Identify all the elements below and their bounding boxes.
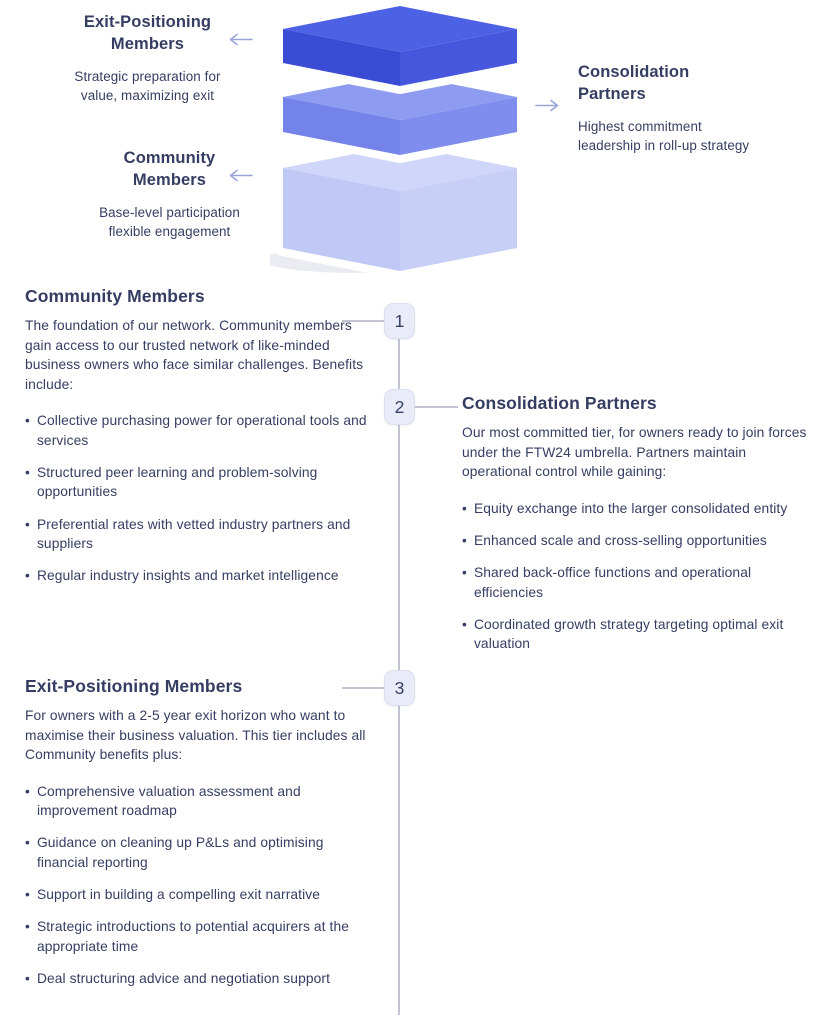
list-item: • Deal structuring advice and negotiation… <box>25 969 377 988</box>
list-item-text: Guidance on cleaning up P&Ls and optimis… <box>36 835 324 870</box>
arrow-left-icon <box>229 33 253 46</box>
list-item: • Comprehensive valuation assessment and … <box>25 782 377 821</box>
section-title: Community Members <box>25 286 205 306</box>
bullet-icon: • <box>25 783 30 799</box>
list-item-text: Deal structuring advice and negotiation … <box>36 970 331 986</box>
section-intro: The foundation of our network. Community… <box>25 318 364 392</box>
benefit-list: • Comprehensive valuation assessment and … <box>25 782 377 989</box>
list-item: • Strategic introductions to potential ac… <box>25 917 377 956</box>
section-intro: For owners with a 2-5 year exit horizon … <box>25 708 366 763</box>
bullet-icon: • <box>462 500 467 516</box>
timeline-connector-3 <box>342 687 384 689</box>
section-consolidation-partners: Consolidation Partners Our most committe… <box>462 393 812 667</box>
benefit-list: • Collective purchasing power for operati… <box>25 411 371 585</box>
timeline-line <box>398 305 400 1015</box>
list-item-text: Collective purchasing power for operatio… <box>36 413 367 448</box>
list-item-text: Preferential rates with vetted industry … <box>36 516 351 551</box>
list-item: • Collective purchasing power for operati… <box>25 411 371 450</box>
callout-consolidation-desc: Highest commitment leadership in roll-up… <box>578 118 750 153</box>
tier-box-community <box>275 137 525 279</box>
bullet-icon: • <box>25 516 30 532</box>
badge-number: 1 <box>394 310 405 331</box>
list-item-text: Enhanced scale and cross-selling opportu… <box>473 533 767 549</box>
tier-stack-graphic <box>270 0 525 279</box>
arrow-left-icon <box>229 169 253 182</box>
bullet-icon: • <box>462 616 467 632</box>
bullet-icon: • <box>462 565 467 581</box>
section-intro: Our most committed tier, for owners read… <box>462 425 807 480</box>
bullet-icon: • <box>25 464 30 480</box>
badge-number: 3 <box>394 677 405 698</box>
list-item: • Guidance on cleaning up P&Ls and optimi… <box>25 833 377 872</box>
list-item-text: Structured peer learning and problem-sol… <box>36 464 318 500</box>
bullet-icon: • <box>25 970 30 986</box>
section-exit-positioning-members: Exit-Positioning Members For owners with… <box>25 676 377 1001</box>
callout-exit-title: Exit-Positioning Members <box>83 13 212 53</box>
list-item: • Coordinated growth strategy targeting o… <box>462 615 812 654</box>
bullet-icon: • <box>462 533 467 549</box>
tier-box-exit <box>275 0 525 94</box>
timeline-connector-2 <box>414 406 458 408</box>
list-item: • Regular industry insights and market in… <box>25 566 371 585</box>
callout-community: Community Members Base-level participati… <box>62 148 277 241</box>
list-item: • Shared back-office functions and operat… <box>462 563 812 602</box>
section-title: Exit-Positioning Members <box>25 676 243 696</box>
callout-exit-desc: Strategic preparation for value, maximiz… <box>74 68 221 103</box>
callout-consolidation: Consolidation Partners Highest commitmen… <box>578 62 796 155</box>
list-item: • Support in building a compelling exit n… <box>25 885 377 904</box>
bullet-icon: • <box>25 919 30 935</box>
list-item: • Equity exchange into the larger consoli… <box>462 499 812 518</box>
list-item-text: Regular industry insights and market int… <box>36 568 339 584</box>
list-item: • Structured peer learning and problem-so… <box>25 463 371 502</box>
list-item-text: Strategic introductions to potential acq… <box>36 919 350 954</box>
bullet-icon: • <box>25 886 30 902</box>
callout-consolidation-title: Consolidation Partners <box>578 63 690 103</box>
timeline-badge-2: 2 <box>384 389 415 425</box>
callout-community-title: Community Members <box>123 149 216 189</box>
list-item-text: Support in building a compelling exit na… <box>36 886 321 902</box>
arrow-right-icon <box>535 99 559 112</box>
timeline-badge-1: 1 <box>384 303 415 339</box>
callout-community-desc: Base-level participation flexible engage… <box>99 204 240 239</box>
callout-exit-positioning: Exit-Positioning Members Strategic prepa… <box>40 12 255 105</box>
list-item-text: Shared back-office functions and operati… <box>473 565 752 600</box>
list-item: • Enhanced scale and cross-selling opport… <box>462 531 812 550</box>
bullet-icon: • <box>25 835 30 851</box>
bullet-icon: • <box>25 413 30 429</box>
benefit-list: • Equity exchange into the larger consoli… <box>462 499 812 654</box>
list-item-text: Coordinated growth strategy targeting op… <box>473 616 784 652</box>
bullet-icon: • <box>25 568 30 584</box>
section-title: Consolidation Partners <box>462 393 657 413</box>
list-item-text: Comprehensive valuation assessment and i… <box>36 783 301 819</box>
timeline-badge-3: 3 <box>384 670 415 706</box>
section-community-members: Community Members The foundation of our … <box>25 286 371 599</box>
badge-number: 2 <box>394 396 405 417</box>
list-item: • Preferential rates with vetted industry… <box>25 515 371 554</box>
timeline-connector-1 <box>342 320 384 322</box>
list-item-text: Equity exchange into the larger consolid… <box>473 500 788 516</box>
